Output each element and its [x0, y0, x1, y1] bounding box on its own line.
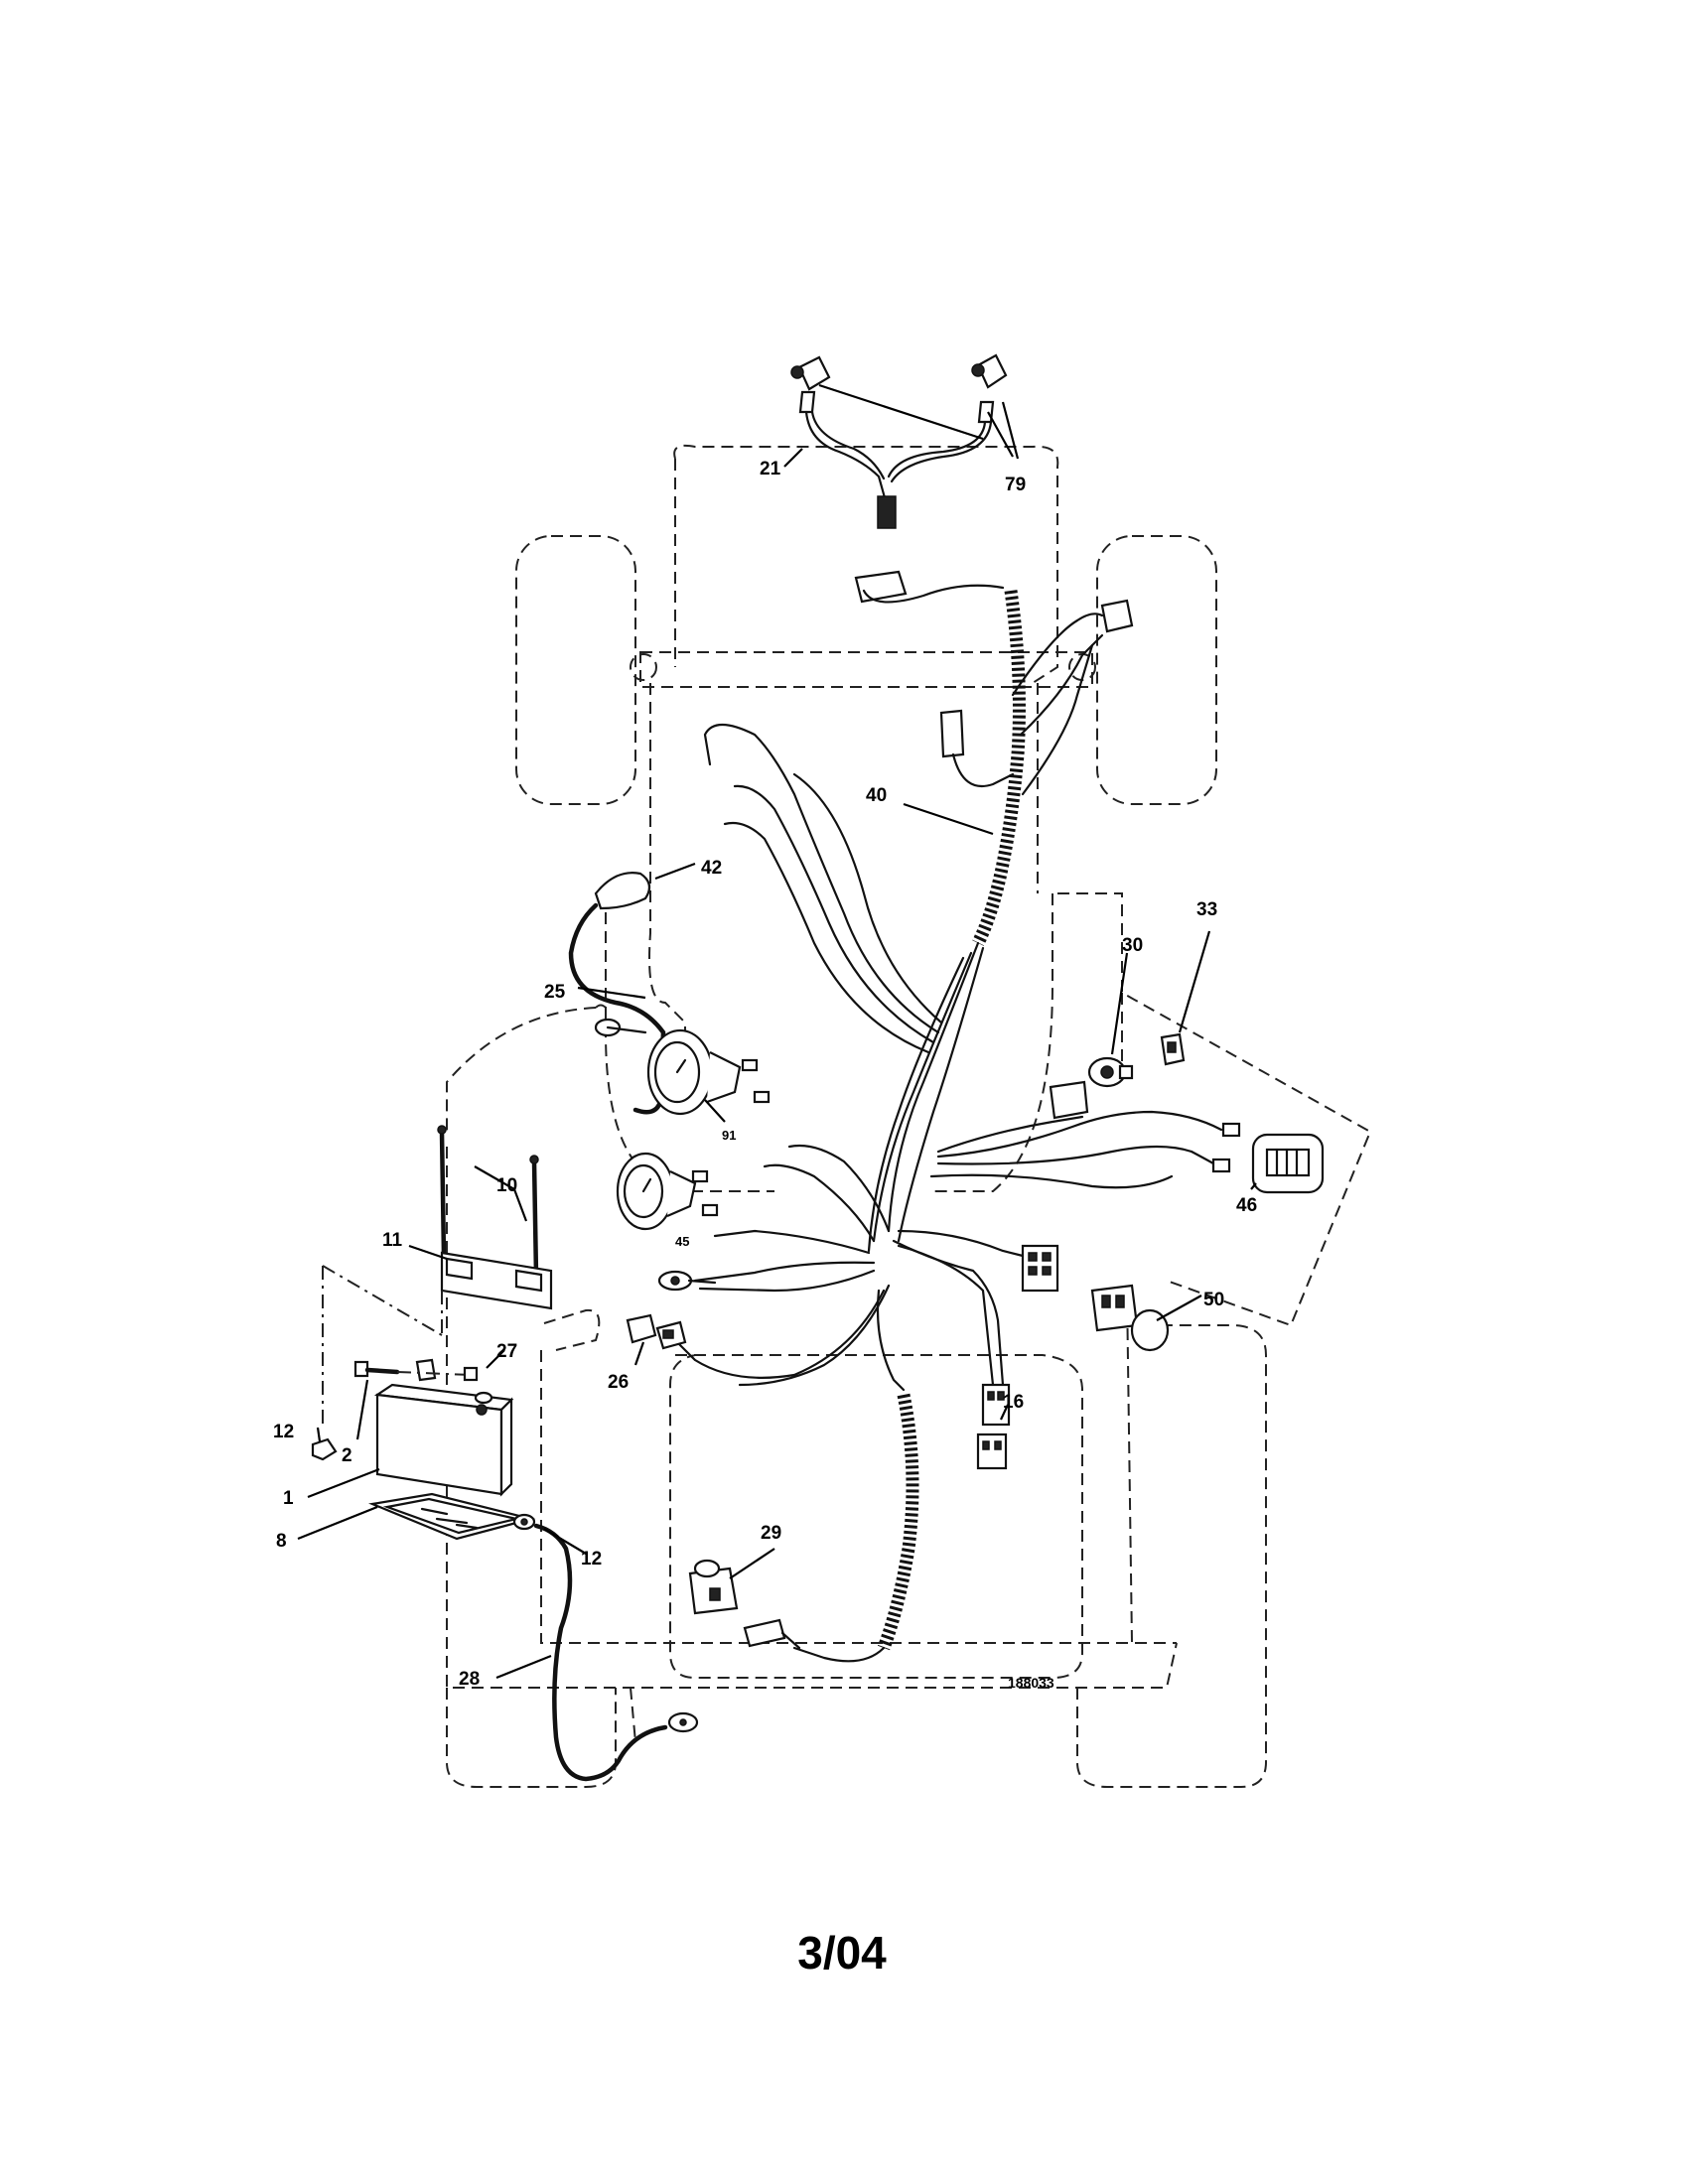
- gauge-45: [616, 1152, 697, 1231]
- date-code-text: 3/04: [797, 1927, 887, 1979]
- callout-42: 42: [701, 858, 722, 879]
- headlight-wire-harness: [804, 410, 993, 529]
- callout-10: 10: [496, 1175, 517, 1196]
- callout-11: 11: [382, 1230, 403, 1251]
- callout-28: 28: [459, 1669, 480, 1690]
- drawing-number: 188033: [1008, 1675, 1054, 1691]
- headlight-left: [790, 355, 831, 414]
- callout-30: 30: [1122, 935, 1143, 956]
- callout-46: 46: [1236, 1195, 1257, 1216]
- headlight-right: [971, 353, 1008, 424]
- ignition-connector: [1049, 1080, 1089, 1120]
- battery-bracket-11: [322, 1251, 553, 1430]
- callout-1: 1: [283, 1488, 294, 1509]
- multi-pin-connector: [1021, 1244, 1059, 1293]
- nut-27: [463, 1366, 479, 1382]
- switch-33: [1160, 1032, 1186, 1066]
- callout-8: 8: [276, 1531, 287, 1552]
- callout-45: 45: [675, 1234, 689, 1249]
- callouts: 21 79 40 42 25 33 30 91 10 45 46 11 50 2…: [273, 459, 1257, 1690]
- chassis-outline: [446, 444, 1372, 1788]
- main-wire-harness: [673, 570, 1223, 1663]
- battery-tray-8: [368, 1492, 536, 1541]
- battery-cable-28: [512, 1513, 699, 1782]
- callout-21: 21: [760, 459, 781, 479]
- callout-2: 2: [342, 1445, 352, 1466]
- gauge-terminals: [657, 1058, 771, 1292]
- callout-40: 40: [866, 785, 887, 806]
- callout-50: 50: [1203, 1290, 1224, 1310]
- battery-bolt-2: [353, 1358, 473, 1382]
- hour-meter-46: [1190, 1122, 1325, 1194]
- hour-meter-gauge-91: [646, 1028, 742, 1116]
- callout-33: 33: [1196, 899, 1217, 920]
- callout-25: 25: [544, 982, 566, 1003]
- connector-16: [976, 1383, 1011, 1470]
- callout-12-cable: 12: [581, 1549, 602, 1570]
- callout-16: 16: [1003, 1392, 1024, 1413]
- callout-29: 29: [761, 1523, 781, 1544]
- callout-91: 91: [722, 1128, 736, 1143]
- pto-switch-50: [1090, 1284, 1170, 1352]
- fuse-holder-26: [626, 1313, 687, 1350]
- battery-1: [373, 1383, 514, 1497]
- callout-26: 26: [608, 1372, 629, 1393]
- callout-27: 27: [496, 1341, 517, 1362]
- callout-79: 79: [1005, 475, 1026, 495]
- battery-hold-down-rods-10: [437, 1125, 539, 1279]
- leader-lines: [297, 383, 1257, 1680]
- callout-12-nut: 12: [273, 1422, 294, 1442]
- spark-plug-wire: [568, 872, 666, 1115]
- hex-nut-12: [311, 1437, 338, 1461]
- seat-switch-29: [688, 1559, 801, 1650]
- page-date-code: 3/04: [0, 1926, 1684, 1979]
- ignition-switch-30: [1087, 1056, 1134, 1088]
